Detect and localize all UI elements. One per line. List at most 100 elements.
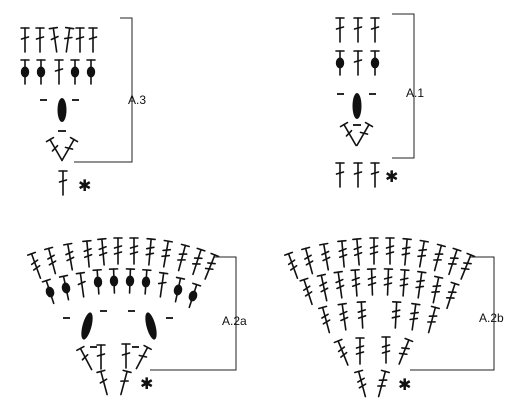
bobble-treble-symbol (58, 274, 71, 301)
double-treble-symbol (82, 239, 93, 268)
diagram-a3: ✱ A.3 (20, 17, 146, 196)
treble-symbol (353, 50, 363, 76)
double-treble-symbol (398, 337, 414, 365)
a1-base: ✱ (335, 162, 398, 188)
double-treble-symbol (427, 305, 441, 334)
double-treble-symbol (333, 338, 349, 366)
a2b-row-4 (299, 268, 460, 310)
treble-symbol (20, 27, 30, 53)
diagram-label: A.2a (222, 314, 247, 328)
bobble-symbol (145, 312, 157, 340)
double-treble-symbol (409, 302, 421, 331)
treble-symbol (63, 26, 75, 53)
treble-symbol (370, 17, 380, 43)
treble-symbol (370, 162, 380, 188)
a2a-row-4-bobbles (41, 268, 202, 309)
treble-symbol (120, 369, 132, 396)
diagram-a2a: ✱ A.2a (26, 237, 247, 396)
double-treble-symbol (97, 237, 108, 266)
double-treble-symbol (317, 305, 331, 334)
bobble-symbol (352, 93, 362, 119)
double-treble-symbol (415, 270, 427, 299)
double-treble-symbol (161, 239, 173, 268)
treble-symbol (96, 344, 106, 370)
a2b-row-1: ✱ (353, 369, 411, 398)
a2a-row-5-trebles (26, 237, 220, 280)
treble-symbol (75, 271, 86, 298)
double-treble-symbol (369, 237, 379, 265)
double-treble-symbol (283, 251, 299, 280)
double-treble-symbol (129, 237, 139, 265)
diagram-a2b: ✱ A.2b (283, 237, 504, 398)
double-treble-symbol (300, 246, 314, 275)
double-treble-symbol (356, 301, 367, 329)
bobble-treble-symbol (86, 59, 96, 85)
double-treble-symbol (460, 252, 476, 280)
a2a-row-3 (63, 310, 173, 348)
a3-row-1-v-stitch (45, 136, 79, 162)
double-treble-symbol (352, 237, 363, 266)
double-treble-symbol (445, 281, 460, 310)
treble-symbol (58, 170, 68, 196)
star-marker: ✱ (140, 374, 153, 393)
a1-row-1-v-stitch (339, 121, 374, 147)
a2b-row-2 (333, 336, 414, 366)
treble-symbol (75, 27, 85, 53)
double-treble-symbol (350, 268, 361, 297)
double-treble-symbol (399, 268, 410, 297)
treble-symbol (61, 136, 79, 162)
a2b-row-5 (283, 237, 476, 280)
bobble-treble-symbol (92, 268, 103, 295)
double-treble-symbol (417, 239, 429, 268)
treble-symbol (48, 26, 59, 53)
double-treble-symbol (337, 239, 348, 268)
a3-bracket (74, 17, 133, 163)
star-marker: ✱ (385, 167, 398, 186)
double-treble-symbol (191, 247, 206, 276)
double-treble-symbol (316, 273, 329, 302)
treble-symbol (76, 345, 93, 371)
treble-symbol (88, 27, 98, 53)
a2a-row-1: ✱ (96, 369, 153, 396)
treble-symbol (135, 344, 152, 370)
bobble-treble-symbol (141, 268, 152, 295)
double-treble-symbol (433, 243, 447, 272)
double-treble-symbol (431, 275, 444, 304)
double-treble-symbol (145, 237, 156, 266)
treble-symbol (335, 162, 345, 188)
double-treble-symbol (299, 277, 313, 306)
treble-symbol (356, 121, 374, 147)
bobble-treble-symbol (335, 50, 345, 76)
diagram-a1: ✱ A.1 (335, 13, 424, 188)
a3-row-4-trebles (20, 26, 98, 53)
treble-symbol (96, 369, 108, 396)
treble-symbol (45, 136, 63, 162)
treble-symbol (335, 17, 345, 43)
treble-symbol (35, 27, 45, 53)
star-marker: ✱ (398, 375, 411, 394)
diagram-label: A.3 (128, 93, 146, 107)
double-treble-symbol (177, 243, 191, 272)
double-treble-symbol (337, 302, 349, 331)
star-marker: ✱ (78, 176, 91, 195)
treble-symbol (353, 162, 363, 188)
double-treble-symbol (113, 237, 123, 265)
treble-symbol (353, 17, 363, 43)
double-treble-symbol (355, 337, 365, 365)
a1-row-3-bobbles (335, 50, 380, 76)
bobble-symbol (57, 98, 67, 122)
a2a-bracket (150, 256, 237, 371)
bobble-symbol (81, 312, 93, 340)
a3-base: ✱ (58, 170, 91, 196)
treble-symbol (339, 121, 357, 147)
double-treble-symbol (447, 247, 462, 276)
a1-bracket (392, 13, 415, 159)
bobble-treble-symbol (70, 59, 80, 85)
double-treble-symbol (63, 242, 75, 271)
a2a-row-2 (76, 343, 152, 371)
bobble-treble-symbol (173, 276, 186, 303)
double-treble-symbol (319, 242, 331, 271)
a1-row-2 (337, 93, 376, 126)
double-treble-symbol (26, 251, 42, 280)
